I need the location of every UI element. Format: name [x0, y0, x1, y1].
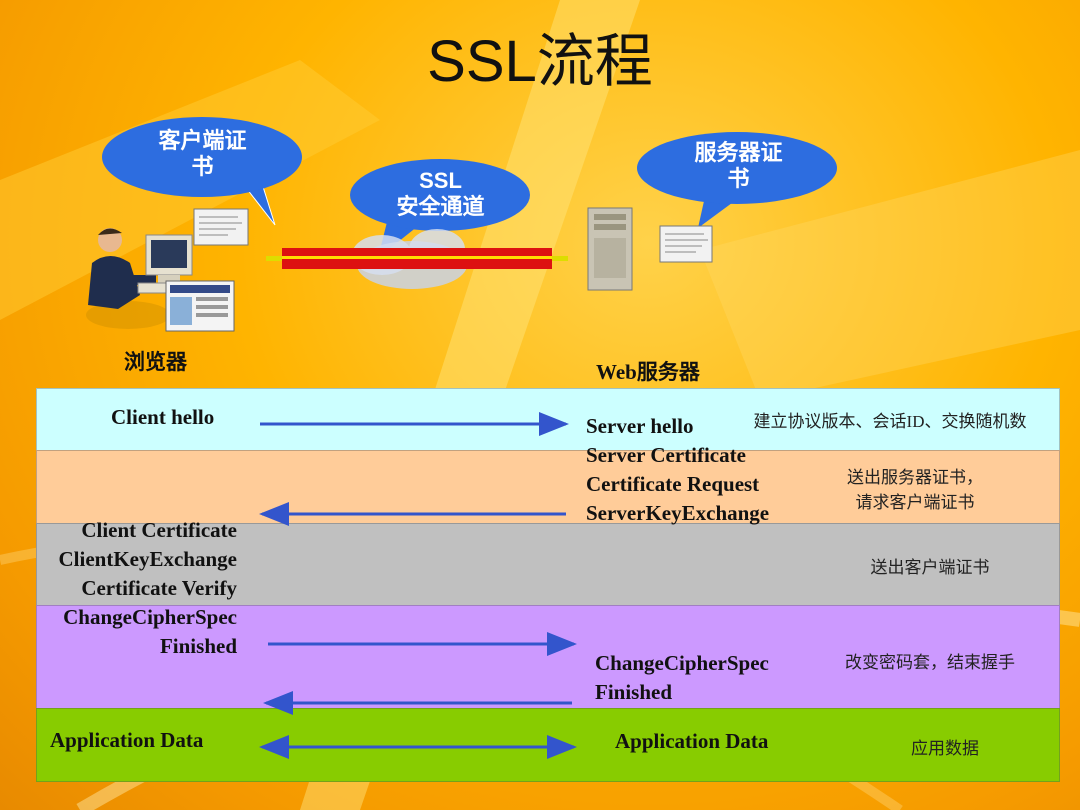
- server-cert-bubble: [637, 132, 837, 228]
- web-server-illustration: [587, 207, 713, 291]
- msg-client-key-exchange: ClientKeyExchange: [58, 547, 238, 571]
- client-cert-text-line1: 客户端证: [158, 128, 247, 153]
- msg-client-certificate: Client Certificate: [81, 518, 237, 542]
- note-server-cert-line2: 请求客户端证书: [855, 493, 975, 512]
- msg-finished-server: Finished: [595, 680, 673, 704]
- msg-server-hello: Server hello: [586, 414, 694, 438]
- msg-certificate-verify: Certificate Verify: [81, 576, 237, 600]
- note-server-cert-line1: 送出服务器证书，: [847, 468, 983, 487]
- msg-server-key-exchange: ServerKeyExchange: [586, 501, 770, 525]
- server-cert-text-line1: 服务器证: [694, 140, 783, 165]
- msg-app-data-client: Application Data: [50, 728, 204, 752]
- ssl-channel-text-line2: 安全通道: [396, 194, 485, 219]
- ssl-channel-pipe: [266, 229, 568, 289]
- msg-certificate-request: Certificate Request: [586, 472, 760, 496]
- msg-client-hello: Client hello: [111, 405, 215, 429]
- page-title: SSL流程: [427, 29, 653, 94]
- msg-finished-client: Finished: [159, 634, 237, 658]
- msg-server-certificate: Server Certificate: [586, 443, 746, 467]
- client-cert-bubble: [102, 117, 302, 226]
- note-change-cipher: 改变密码套，结束握手: [845, 653, 1015, 672]
- phase-row-client-cert: [36, 523, 1060, 607]
- browser-client-illustration: [86, 208, 249, 332]
- ssl-channel-text-line1: SSL: [419, 168, 462, 193]
- server-cert-text-line2: 书: [727, 166, 750, 191]
- msg-change-cipher-spec-server: ChangeCipherSpec: [595, 651, 769, 675]
- client-cert-text-line2: 书: [191, 154, 214, 179]
- note-hello: 建立协议版本、会话ID、交换随机数: [753, 412, 1027, 431]
- note-client-cert: 送出客户端证书: [870, 558, 990, 577]
- phase-row-change-cipher: [36, 605, 1060, 710]
- browser-label: 浏览器: [124, 350, 187, 374]
- note-app-data: 应用数据: [911, 739, 979, 758]
- msg-change-cipher-spec-client: ChangeCipherSpec: [63, 605, 237, 629]
- web-server-label: Web服务器: [596, 360, 700, 384]
- msg-app-data-server: Application Data: [615, 729, 769, 753]
